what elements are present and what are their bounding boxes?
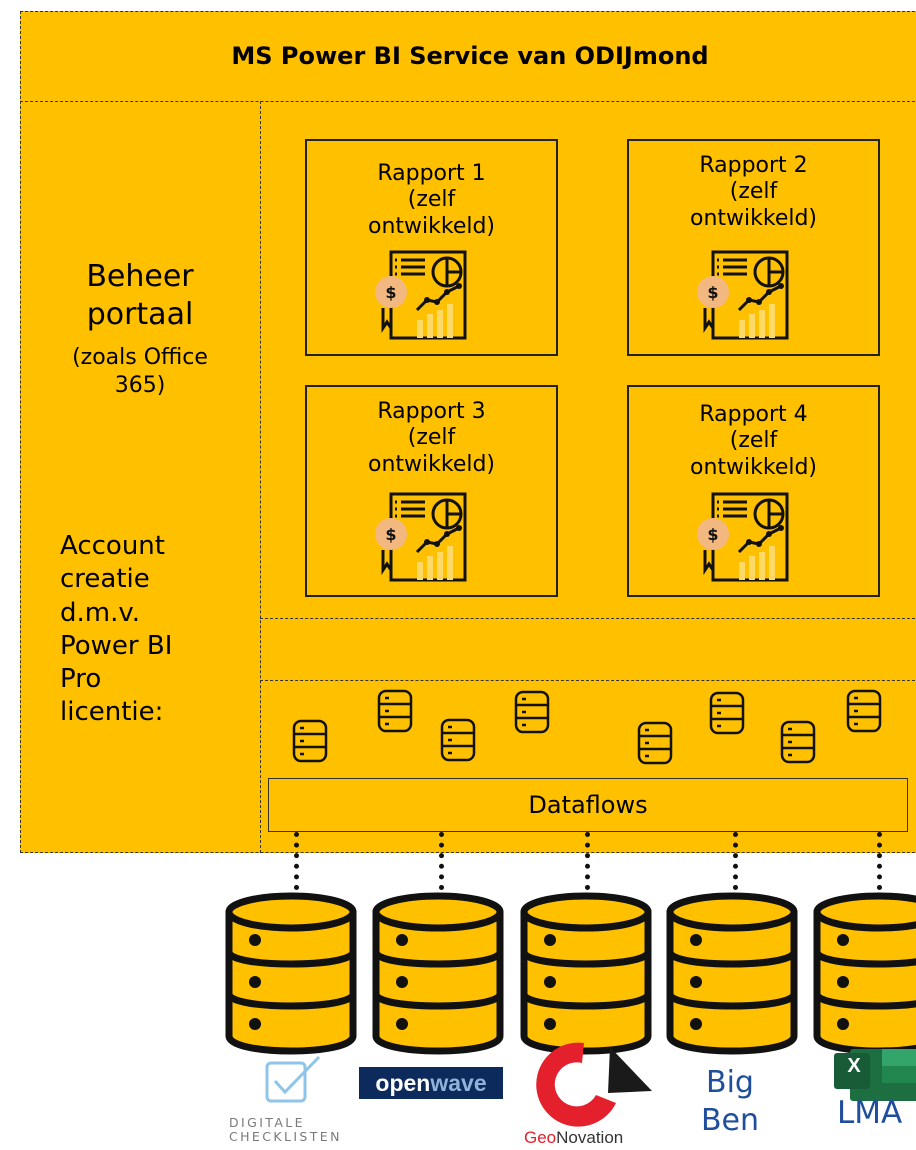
lma-label: LMA [837, 1095, 903, 1131]
dataset-icon [440, 718, 476, 762]
dataset-icon [514, 690, 550, 734]
report-title: Rapport 1 [377, 161, 486, 186]
dataflows-label: Dataflows [528, 791, 648, 819]
connector-line [294, 832, 299, 890]
dataset-icon [709, 691, 745, 735]
report-title: Rapport 4 [699, 402, 808, 427]
report-dashboard-icon: $ [369, 248, 481, 344]
account-line: d.m.v. [60, 597, 140, 628]
report-title: Rapport 3 [377, 399, 486, 424]
account-line: creatie [60, 564, 150, 595]
dataset-icon [637, 721, 673, 765]
digitale-line: DIGITALE [229, 1115, 305, 1130]
report-box-2[interactable]: Rapport 2 (zelf ontwikkeld) $ [627, 139, 880, 356]
checkbox-icon [265, 1055, 323, 1107]
report-dashboard-icon: $ [691, 248, 803, 344]
connector-line [733, 832, 738, 890]
beheer-portaal-heading: Beheer portaal [20, 258, 260, 333]
svg-text:$: $ [707, 525, 718, 544]
connector-line [439, 832, 444, 890]
report-subtitle: ontwikkeld) [689, 454, 818, 480]
report-subtitle: (zelf [407, 187, 456, 213]
reports-divider [260, 618, 916, 619]
heading-line-2: portaal [86, 296, 194, 332]
account-line: Pro [60, 664, 102, 695]
heading-line-1: Beheer [86, 259, 194, 294]
data-area-divider [260, 680, 916, 681]
bigben-line-1: Big [706, 1065, 754, 1100]
title-divider [20, 101, 916, 102]
subheading-line-1: (zoals Office [72, 345, 208, 370]
left-panel-divider [260, 101, 261, 853]
report-subtitle: ontwikkeld) [367, 213, 496, 239]
digitale-checklisten-text: DIGITALE CHECKLISTEN [229, 1115, 342, 1145]
report-subtitle: (zelf [729, 179, 778, 205]
report-box-1[interactable]: Rapport 1 (zelf ontwikkeld) $ [305, 139, 558, 356]
report-subtitle: ontwikkeld) [689, 205, 818, 231]
database-icon [666, 890, 798, 1058]
report-title: Rapport 2 [699, 153, 808, 178]
database-icon [372, 890, 504, 1058]
report-subtitle: (zelf [729, 428, 778, 454]
report-dashboard-icon: $ [691, 490, 803, 586]
database-icon [225, 890, 357, 1058]
dataset-icon [292, 719, 328, 763]
report-dashboard-icon: $ [369, 490, 481, 586]
openwave-part2: wave [430, 1069, 487, 1096]
geonovation-logo-mark [524, 1033, 654, 1133]
svg-text:$: $ [385, 283, 396, 302]
beheer-portaal-subheading: (zoals Office 365) [20, 344, 260, 399]
excel-icon [832, 1047, 916, 1103]
report-subtitle: ontwikkeld) [367, 451, 496, 477]
geonovation-part2: Novation [556, 1128, 624, 1147]
bigben-line-2: Ben [700, 1102, 760, 1138]
dataset-icon [846, 689, 882, 733]
connector-line [585, 832, 590, 890]
svg-text:$: $ [385, 525, 396, 544]
dataset-icon [780, 720, 816, 764]
account-line: Account [60, 531, 165, 561]
openwave-part1: open [375, 1069, 431, 1096]
dataflows-bar[interactable]: Dataflows [268, 778, 908, 832]
subheading-line-2: 365) [114, 372, 166, 398]
geonovation-part1: Geo [524, 1128, 557, 1147]
report-subtitle: (zelf [407, 425, 456, 451]
connector-line [877, 832, 882, 890]
excel-letter: X [847, 1055, 861, 1077]
report-box-4[interactable]: Rapport 4 (zelf ontwikkeld) $ [627, 385, 880, 597]
svg-text:$: $ [707, 283, 718, 302]
account-line: Power BI [60, 630, 173, 661]
dataset-icon [377, 689, 413, 733]
report-box-3[interactable]: Rapport 3 (zelf ontwikkeld) $ [305, 385, 558, 597]
account-line: licentie: [60, 697, 164, 728]
database-icon [813, 890, 916, 1058]
bigben-label: Big Ben [680, 1064, 780, 1139]
database-icon [520, 890, 652, 1058]
geonovation-text: GeoNovation [524, 1128, 623, 1148]
page-title: MS Power BI Service van ODIJmond [231, 42, 709, 70]
account-creation-text: Account creatie d.m.v. Power BI Pro lice… [60, 530, 260, 730]
checklisten-line: CHECKLISTEN [229, 1129, 342, 1145]
